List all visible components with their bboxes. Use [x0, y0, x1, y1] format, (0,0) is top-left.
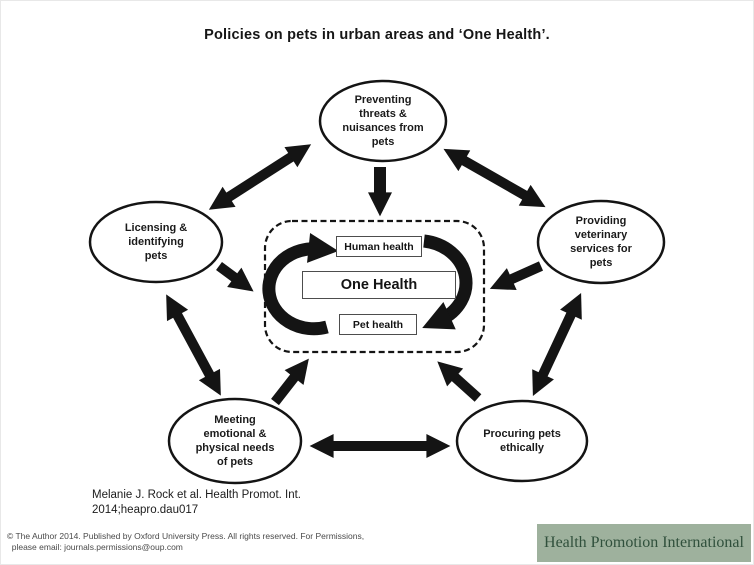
node-ellipse-preventing-threats — [318, 79, 448, 163]
arrow-left-top — [208, 144, 312, 210]
node-ellipse-procuring-pets — [455, 399, 589, 483]
pet-health-box: Pet health — [339, 314, 417, 335]
node-label-meeting-needs: Meeting emotional & physical needs of pe… — [195, 414, 275, 468]
arrow-left-to-center — [216, 261, 254, 292]
node-ellipse-veterinary-services — [536, 199, 666, 285]
arrow-bottomright-to-center — [437, 361, 482, 402]
arrow-bottomleft-to-center — [271, 358, 309, 406]
cycle-arrow-right — [422, 234, 473, 330]
one-health-box: One Health — [302, 271, 456, 299]
node-label-procuring-pets: Procuring pets ethically — [483, 428, 561, 454]
cycle-arrow-left — [262, 233, 339, 336]
arrow-right-bottomright — [532, 292, 582, 397]
copyright-text: © The Author 2014. Published by Oxford U… — [7, 531, 365, 552]
journal-badge: Health Promotion International — [537, 524, 751, 562]
node-label-preventing-threats: Preventing threats & nuisances from pets — [342, 94, 424, 148]
node-ellipse-licensing — [88, 200, 224, 284]
node-label-licensing: Licensing & identifying pets — [124, 222, 188, 262]
node-ellipse-meeting-needs — [167, 397, 303, 485]
arrow-left-bottomleft — [166, 294, 221, 396]
figure-title: Policies on pets in urban areas and ‘One… — [204, 27, 550, 43]
journal-badge-label: Health Promotion International — [544, 534, 744, 551]
arrow-top-right — [443, 148, 546, 208]
arrow-right-to-center — [489, 261, 544, 291]
human-health-box: Human health — [336, 236, 422, 257]
node-label-veterinary-services: Providing veterinary services for pets — [570, 215, 632, 269]
citation-text: Melanie J. Rock et al. Health Promot. In… — [92, 489, 302, 516]
